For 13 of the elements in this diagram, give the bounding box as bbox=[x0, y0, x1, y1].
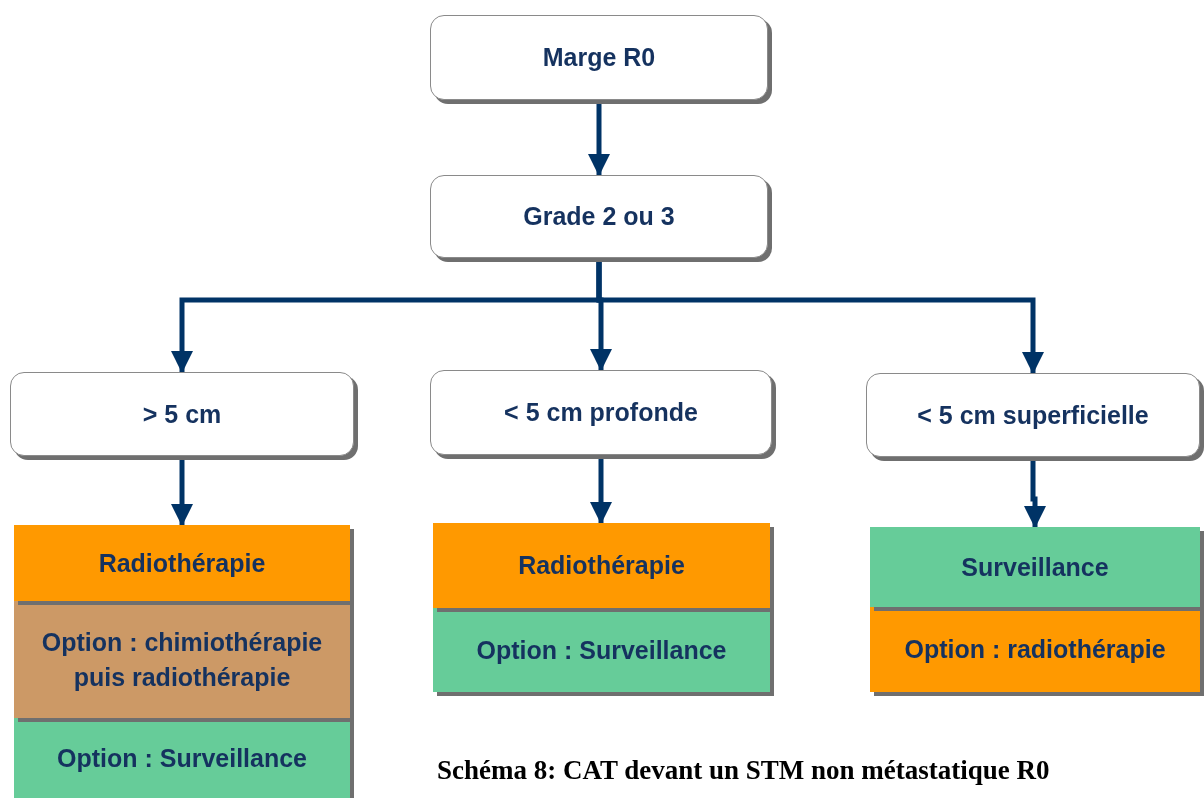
box-label: < 5 cm profonde bbox=[504, 397, 698, 428]
box-label: > 5 cm bbox=[142, 398, 222, 430]
box-label: Option : Surveillance bbox=[56, 742, 308, 774]
box-label: Grade 2 ou 3 bbox=[523, 201, 675, 232]
figure-caption: Schéma 8: CAT devant un STM non métastatique R0 bbox=[437, 755, 1050, 786]
box-label: Radiothérapie bbox=[518, 550, 685, 581]
box-label: Option : Surveillance bbox=[476, 634, 727, 666]
box-label: Option : radiothérapie bbox=[904, 634, 1166, 665]
box-label: Radiothérapie bbox=[98, 547, 266, 579]
box-label: Option : chimiothérapie puis radiothérapie bbox=[40, 626, 324, 693]
box-label: Marge R0 bbox=[542, 42, 656, 73]
box-label: Surveillance bbox=[961, 551, 1109, 583]
box-label: < 5 cm superficielle bbox=[917, 399, 1149, 431]
